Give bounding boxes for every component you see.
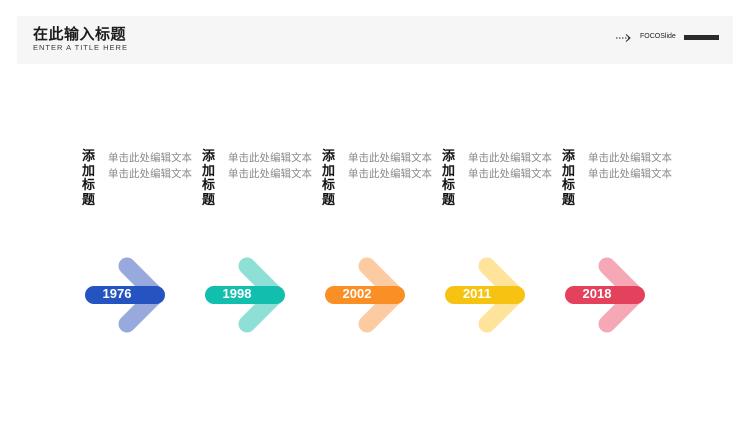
page-title: 在此输入标题 [33,25,127,43]
timeline-arrow-icon [565,257,645,333]
item-description: 单击此处编辑文本单击此处编辑文本 [588,152,672,180]
item-description: 单击此处编辑文本单击此处编辑文本 [228,152,312,180]
year-label: 1976 [102,286,132,301]
brand-bar [684,35,719,40]
timeline-item: 添加标题 单击此处编辑文本单击此处编辑文本 2002 [322,149,442,350]
timeline-arrow-icon [445,257,525,333]
item-heading: 添加标题 [82,149,96,208]
item-heading: 添加标题 [562,149,576,208]
page-subtitle: ENTER A TITLE HERE [33,43,128,52]
item-description: 单击此处编辑文本单击此处编辑文本 [348,152,432,180]
year-pill [205,286,285,304]
year-pill [565,286,645,304]
year-pill [445,286,525,304]
timeline-item: 添加标题 单击此处编辑文本单击此处编辑文本 2011 [442,149,562,350]
item-description: 单击此处编辑文本单击此处编辑文本 [108,152,192,180]
year-label: 2002 [342,286,372,301]
year-pill [325,286,405,304]
timeline-arrow-icon [85,257,165,333]
timeline-item: 添加标题 单击此处编辑文本单击此处编辑文本 1976 [82,149,202,350]
year-label: 1998 [222,286,252,301]
year-label: 2018 [582,286,612,301]
year-pill [85,286,165,304]
item-description: 单击此处编辑文本单击此处编辑文本 [468,152,552,180]
header-bar: 在此输入标题 ENTER A TITLE HERE FOCOSlide [17,16,733,64]
timeline-arrow-icon [205,257,285,333]
timeline-item: 添加标题 单击此处编辑文本单击此处编辑文本 2018 [562,149,682,350]
item-heading: 添加标题 [442,149,456,208]
timeline-item: 添加标题 单击此处编辑文本单击此处编辑文本 1998 [202,149,322,350]
year-label: 2011 [462,286,492,301]
dashed-arrow-icon [616,34,631,42]
timeline-arrow-icon [325,257,405,333]
brand-label: FOCOSlide [640,33,676,40]
item-heading: 添加标题 [202,149,216,208]
item-heading: 添加标题 [322,149,336,208]
